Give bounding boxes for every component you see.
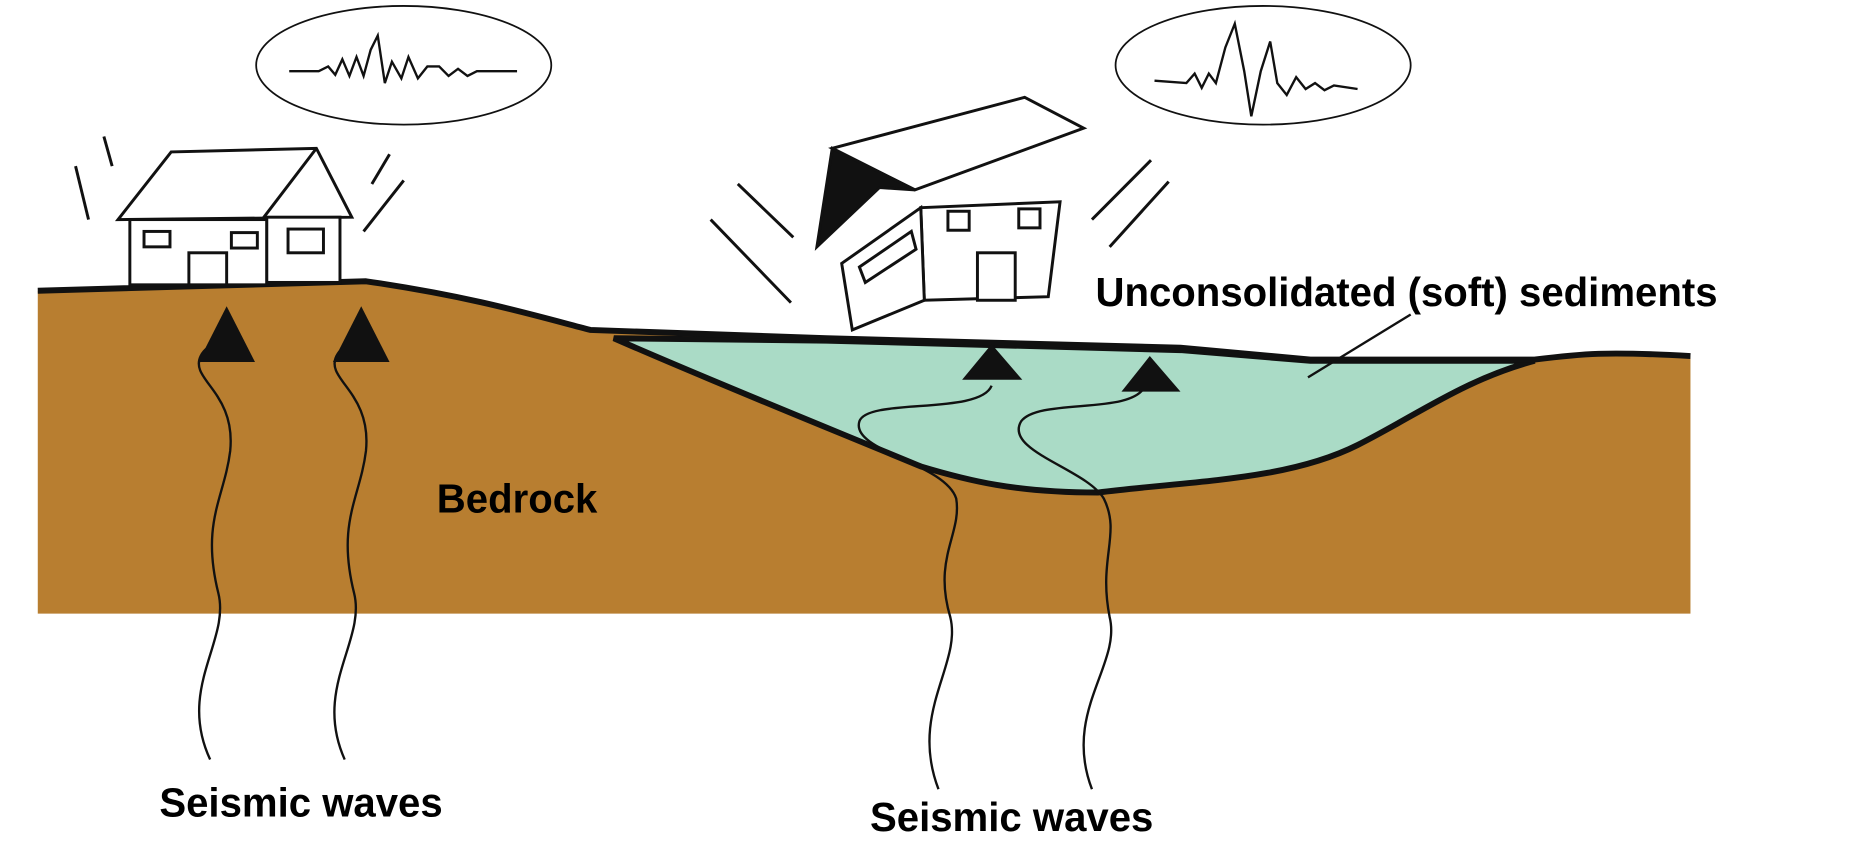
- shaking-lines-left: [74, 136, 405, 233]
- collapsing-house: [814, 95, 1088, 333]
- seismic-waves-label-right: Seismic waves: [870, 795, 1153, 840]
- bedrock-label: Bedrock: [437, 477, 598, 522]
- bedrock-layer: [37, 281, 1691, 614]
- seismogram-large-icon: [1114, 5, 1412, 126]
- arrowhead-icon: [1121, 356, 1181, 392]
- intact-house: [114, 146, 355, 287]
- wave-path-3: [857, 385, 993, 790]
- shaking-lines-right: [709, 159, 1170, 304]
- wave-path-4: [1017, 385, 1147, 790]
- sediments-label: Unconsolidated (soft) sediments: [1095, 270, 1717, 315]
- wave-arrowheads: [198, 306, 1181, 392]
- seismic-waves-label-left: Seismic waves: [159, 780, 442, 825]
- arrowhead-icon: [962, 344, 1023, 380]
- wave-path-1: [197, 337, 232, 761]
- ground-surface-line: [37, 278, 1691, 363]
- seismogram-small-icon: [255, 5, 553, 126]
- arrowhead-icon: [332, 306, 390, 362]
- seismic-wave-paths: [197, 337, 1147, 790]
- arrowhead-icon: [198, 306, 255, 362]
- sediments-leader-line: [1307, 313, 1412, 379]
- sediment-basin: [612, 335, 1536, 496]
